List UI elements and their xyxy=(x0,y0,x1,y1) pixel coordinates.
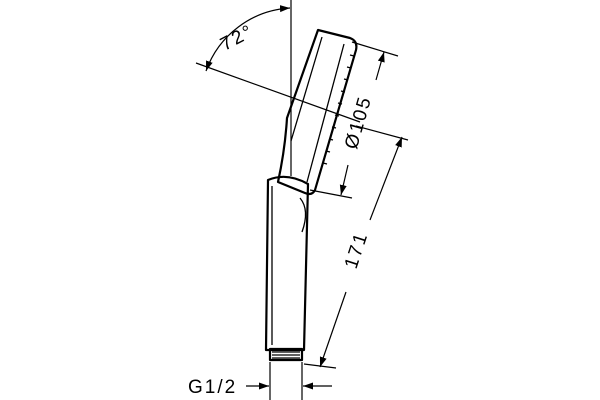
head-axis-reference-line xyxy=(195,62,361,123)
thread-connector xyxy=(268,347,304,362)
angle-dimension: 72° xyxy=(195,0,361,176)
shower-handle-highlight xyxy=(299,197,307,233)
hand-shower xyxy=(264,28,358,362)
diameter-label: Ø105 xyxy=(341,93,376,151)
length-dimension-line-upper xyxy=(369,136,403,221)
diameter-extension-line-bottom xyxy=(309,189,353,199)
length-dimension-line-lower xyxy=(319,291,347,368)
shower-head-back-line xyxy=(290,36,323,142)
angle-label: 72° xyxy=(217,21,258,56)
length-dimension: 171 xyxy=(303,125,409,369)
length-label: 171 xyxy=(341,229,373,271)
diameter-extension-line-top xyxy=(351,41,399,57)
thread-label: G1/2 xyxy=(188,377,237,398)
spray-nozzles xyxy=(322,54,355,165)
shower-handle-outline xyxy=(264,175,310,352)
diameter-dimension-line-upper xyxy=(375,51,385,81)
shower-head-face-line xyxy=(306,43,345,183)
diameter-dimension-line-lower xyxy=(339,164,349,196)
angle-arc xyxy=(205,5,291,72)
thread-dimension: G1/2 xyxy=(188,362,332,400)
shower-head-outline xyxy=(276,28,358,196)
